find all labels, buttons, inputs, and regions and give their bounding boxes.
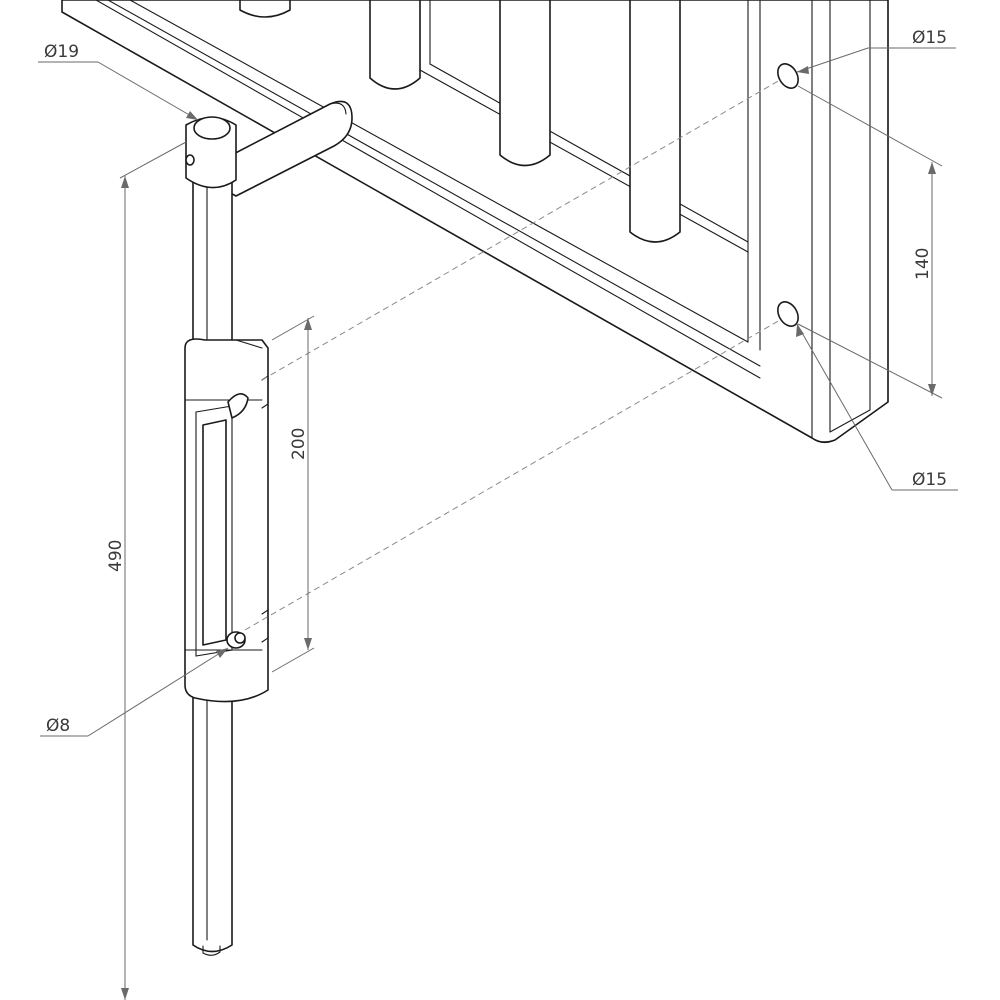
dim-rod-length: 490 (106, 141, 187, 1000)
dim-hole-spacing: 140 (797, 85, 943, 399)
dim-bracket-length-label: 200 (289, 428, 309, 460)
dim-hole-spacing-label: 140 (913, 248, 933, 280)
dim-cross-pin: Ø8 (40, 647, 229, 737)
dim-pin-diameter: Ø19 (38, 42, 199, 121)
dim-bracket-length: 200 (271, 315, 315, 673)
projection-lines (244, 79, 781, 631)
dim-hole-bottom: Ø15 (796, 323, 958, 491)
dim-hole-top: Ø15 (796, 28, 956, 74)
frame-holes (777, 63, 799, 327)
top-hole (777, 63, 799, 89)
dim-rod-length-label: 490 (106, 540, 126, 572)
latch-bracket (184, 338, 269, 703)
dim-hole-bottom-label: Ø15 (912, 470, 947, 490)
dim-hole-top-label: Ø15 (912, 28, 947, 48)
dim-cross-pin-label: Ø8 (46, 716, 70, 736)
gate-bars (239, 0, 681, 243)
dim-pin-diameter-label: Ø19 (44, 42, 79, 62)
bottom-hole (777, 301, 799, 327)
